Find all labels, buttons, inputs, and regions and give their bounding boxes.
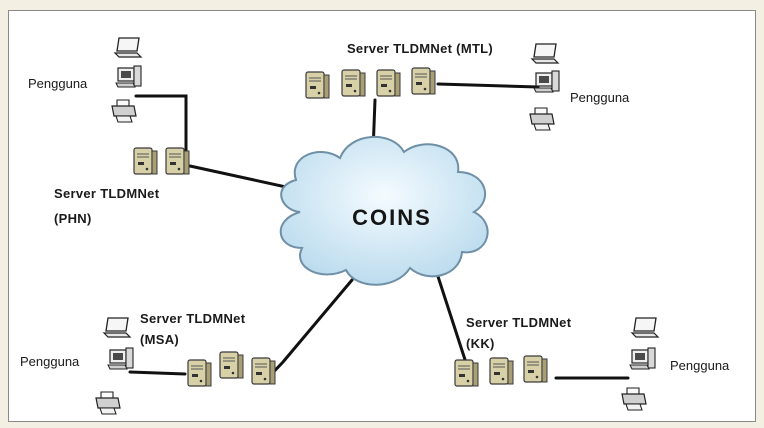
printer-icon bbox=[529, 107, 555, 131]
server-icon bbox=[187, 359, 212, 387]
printer-icon bbox=[111, 99, 137, 123]
server-label-msa-line1: Server TLDMNet bbox=[140, 311, 246, 326]
user-label-kk: Pengguna bbox=[670, 358, 730, 373]
user-label-mtl: Pengguna bbox=[570, 90, 630, 105]
server-label-msa-line2: (MSA) bbox=[140, 332, 179, 347]
printer-icon bbox=[621, 387, 647, 411]
server-icon bbox=[341, 69, 366, 97]
server-icon bbox=[219, 351, 244, 379]
server-group-phn bbox=[133, 147, 190, 175]
hub-label: COINS bbox=[352, 205, 432, 230]
server-label-kk-line2: (KK) bbox=[466, 336, 495, 351]
server-icon bbox=[165, 147, 190, 175]
server-icon bbox=[133, 147, 158, 175]
laptop-icon bbox=[114, 37, 142, 58]
server-label-mtl: Server TLDMNet (MTL) bbox=[347, 41, 493, 56]
server-label-phn-line2: (PHN) bbox=[54, 211, 92, 226]
server-label-phn-line1: Server TLDMNet bbox=[54, 186, 160, 201]
link-phn-user bbox=[134, 94, 188, 152]
server-group-msa bbox=[187, 351, 276, 387]
coins-cloud: COINS bbox=[279, 136, 489, 286]
site-msa: Server TLDMNet (MSA) Pengguna bbox=[20, 311, 276, 415]
server-icon bbox=[305, 71, 330, 99]
desktop-icon bbox=[629, 347, 656, 370]
server-icon bbox=[251, 357, 276, 385]
link-mtl-user bbox=[436, 82, 540, 89]
server-group-kk bbox=[454, 355, 548, 387]
link-kk-cloud bbox=[430, 256, 471, 374]
site-mtl: Server TLDMNet (MTL) Pengguna bbox=[305, 41, 630, 131]
desktop-icon bbox=[107, 347, 134, 370]
link-msa-user bbox=[128, 370, 187, 376]
server-icon bbox=[411, 67, 436, 95]
link-msa-cloud bbox=[261, 278, 354, 385]
site-kk: Server TLDMNet (KK) Pengguna bbox=[454, 315, 730, 411]
server-icon bbox=[376, 69, 401, 97]
server-group-mtl bbox=[305, 67, 436, 99]
server-icon bbox=[489, 357, 514, 385]
desktop-icon bbox=[115, 65, 142, 88]
user-label-msa: Pengguna bbox=[20, 354, 80, 369]
laptop-icon bbox=[103, 317, 131, 338]
laptop-icon bbox=[531, 43, 559, 64]
server-icon bbox=[454, 359, 479, 387]
user-label-phn: Pengguna bbox=[28, 76, 88, 91]
desktop-icon bbox=[533, 70, 560, 93]
laptop-icon bbox=[631, 317, 659, 338]
server-label-kk-line1: Server TLDMNet bbox=[466, 315, 572, 330]
cloud-shape bbox=[279, 136, 489, 286]
server-icon bbox=[523, 355, 548, 383]
printer-icon bbox=[95, 391, 121, 415]
site-phn: Pengguna Server TLDMNet (PHN) bbox=[28, 37, 190, 226]
